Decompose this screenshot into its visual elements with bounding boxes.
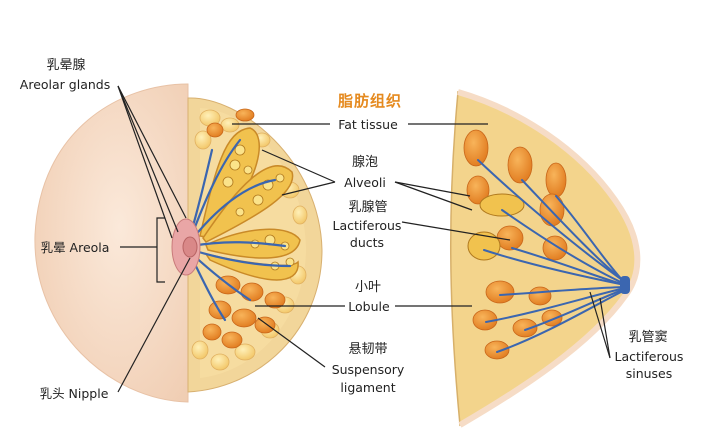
ducts-label-1: Lactiferous <box>332 218 402 233</box>
ligament-label-2: ligament <box>340 380 396 395</box>
alveoli-label: Alveoli <box>344 175 386 190</box>
ligament-label-cn: 悬韧带 <box>348 342 388 357</box>
sinuses-label-1: Lactiferous <box>614 349 684 364</box>
areolar-glands-label: Areolar glands <box>19 77 111 92</box>
fat-tissue-label: Fat tissue <box>338 117 398 132</box>
side-view-breast <box>449 89 641 428</box>
nipple <box>182 236 198 258</box>
ducts-label-cn: 乳腺管 <box>348 200 388 215</box>
side-lobules <box>463 129 568 360</box>
leader-lines <box>117 85 611 393</box>
side-nipple <box>620 276 630 294</box>
nipple-label: 乳头 Nipple <box>39 386 109 401</box>
lobule-label: Lobule <box>348 299 390 314</box>
areola-label: 乳晕 Areola <box>40 240 110 255</box>
sinuses-label-cn: 乳管窦 <box>628 330 668 345</box>
areolar-glands-label-cn: 乳晕腺 <box>46 58 86 73</box>
sinuses-label-2: sinuses <box>625 366 673 381</box>
lobule-label-cn: 小叶 <box>354 280 381 295</box>
fat-tissue-title-cn: 脂肪组织 <box>337 92 402 110</box>
alveoli-label-cn: 腺泡 <box>351 155 378 170</box>
side-breast-skin <box>457 89 641 428</box>
ducts-side <box>477 159 626 353</box>
ligament-label-1: Suspensory <box>331 362 405 377</box>
ducts-label-2: ducts <box>349 235 385 250</box>
